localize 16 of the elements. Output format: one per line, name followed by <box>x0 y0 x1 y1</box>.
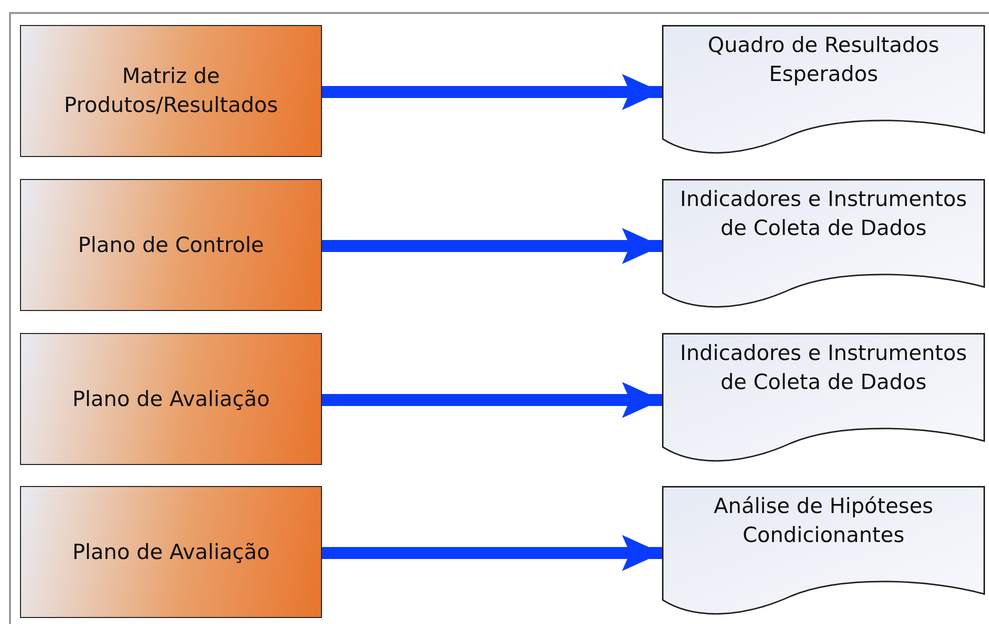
node-label: Matriz de Produtos/Resultados <box>63 63 279 119</box>
process-box <box>20 25 322 157</box>
node-label: Plano de Avaliação <box>71 386 271 412</box>
node-label: Plano de Avaliação <box>71 538 271 566</box>
process-box <box>20 333 322 465</box>
node-label: Indicadores e Instrumentos de Coleta de Dados <box>679 340 968 396</box>
arrow <box>322 382 662 418</box>
arrow <box>322 535 662 571</box>
arrow <box>322 74 662 110</box>
node-label: Análise de Hipóteses Condicionantes <box>712 493 934 549</box>
node-label: Plano de Controle <box>77 232 265 258</box>
node-label: Quadro de Resultados Esperados <box>706 32 940 88</box>
process-box <box>20 486 322 618</box>
arrow <box>322 228 662 264</box>
node-label: Indicadores e Instrumentos de Coleta de Dados <box>679 186 968 242</box>
process-box <box>20 179 322 311</box>
